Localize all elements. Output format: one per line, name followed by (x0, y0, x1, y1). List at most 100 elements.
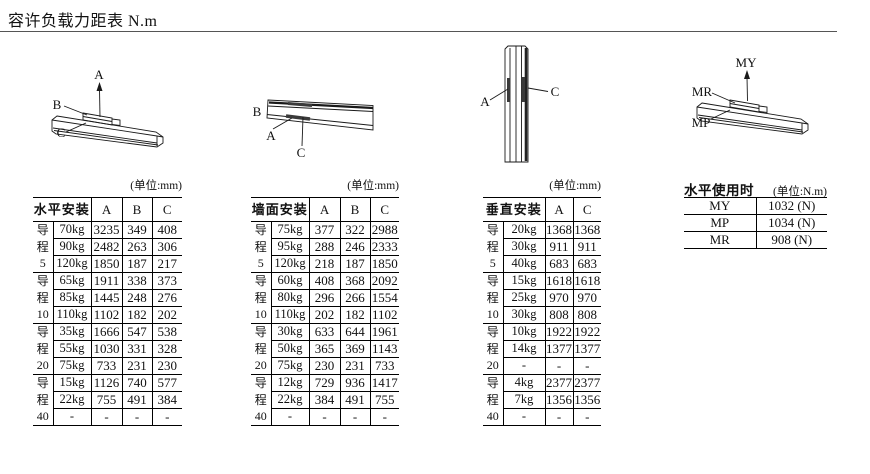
value-cell: 1102 (369, 306, 399, 324)
horizontal-use-table: MY 1032 (N) MP 1034 (N) MR 908 (N) (684, 197, 827, 249)
value-cell: 217 (151, 255, 182, 273)
table-row: --- (483, 408, 601, 426)
value-cell: 187 (121, 255, 153, 273)
value-cell: 740 (121, 374, 153, 392)
horizontal-use-title: 水平使用时 (684, 183, 754, 198)
value-cell: 1850 (90, 255, 123, 273)
load-cell: 10kg (502, 323, 546, 341)
load-cell: 22kg (53, 391, 92, 409)
value-cell: - (90, 408, 123, 426)
value-cell: 1030 (90, 340, 123, 358)
column-header: A (90, 197, 123, 222)
value-cell: 808 (544, 306, 574, 324)
load-cell: - (503, 357, 546, 375)
value-cell: 266 (339, 289, 371, 307)
value-cell: 1445 (90, 289, 123, 307)
value-cell: 331 (121, 340, 153, 358)
value-cell: 3235 (90, 221, 123, 239)
value-cell: 911 (544, 238, 574, 256)
table-title: 垂直安装 (483, 197, 546, 222)
moment-label-my: MY (736, 55, 758, 70)
rail-drawing (696, 99, 809, 135)
load-cell: - (503, 408, 546, 426)
load-cell: 30kg (270, 323, 310, 341)
table-row: ---- (251, 408, 399, 426)
value-cell: - (544, 408, 574, 426)
load-cell: 75kg (53, 357, 92, 375)
value-cell: 547 (121, 323, 153, 341)
diagram-vertical-mount: A C (480, 45, 559, 163)
load-cell: 15kg (502, 272, 546, 290)
value-cell: 408 (308, 272, 341, 290)
value-cell: 577 (151, 374, 182, 392)
load-cell: 35kg (52, 323, 92, 341)
value-cell: 288 (308, 238, 341, 256)
value-cell: 1922 (572, 323, 601, 341)
arrow-head (96, 82, 103, 91)
value-cell: 365 (308, 340, 341, 358)
value-cell: - (572, 357, 601, 375)
value-cell: 2377 (544, 374, 574, 392)
value-cell: 202 (308, 306, 341, 324)
value-cell: 384 (308, 391, 341, 409)
load-cell: 25kg (503, 289, 546, 307)
leader-lines (710, 76, 748, 120)
table-row: MR 908 (N) (684, 231, 827, 249)
value-cell: - (544, 357, 574, 375)
carriage-hatch (285, 114, 311, 121)
diagram-wall-mount: B A C (253, 99, 374, 160)
value-cell: 230 (308, 357, 341, 375)
diagram-moment-direction: MY MR MP (692, 55, 809, 135)
arrow-head (744, 70, 750, 79)
value-cell: 373 (151, 272, 182, 290)
value-cell: 970 (572, 289, 601, 307)
value-cell: - (308, 408, 341, 426)
moment-value: 908 (N) (755, 231, 827, 249)
value-cell: 1377 (544, 340, 574, 358)
value-cell: 733 (90, 357, 123, 375)
load-cell: 75kg (270, 221, 310, 239)
value-cell: 1377 (572, 340, 601, 358)
load-cell: 110kg (53, 306, 92, 324)
load-cell: 60kg (270, 272, 310, 290)
page-title: 容许负载力距表 N.m (8, 13, 158, 30)
leader-lines (272, 116, 304, 147)
axis-label-b: B (53, 97, 62, 112)
load-cell: 50kg (271, 340, 310, 358)
horizontal-use-block: 水平使用时 (单位:N.m) MY 1032 (N) MP 1034 (N) M… (684, 179, 827, 249)
moment-value: 1032 (N) (755, 197, 827, 215)
value-cell: 1554 (369, 289, 399, 307)
value-cell: 2377 (572, 374, 601, 392)
value-cell: 187 (339, 255, 371, 273)
value-cell: 936 (339, 374, 371, 392)
load-cell: 30kg (503, 238, 546, 256)
value-cell: 231 (339, 357, 371, 375)
value-cell: 808 (572, 306, 601, 324)
value-cell: 2092 (369, 272, 399, 290)
unit-label: (单位:mm) (347, 180, 399, 192)
column-header: C (572, 197, 601, 222)
value-cell: 538 (151, 323, 182, 341)
